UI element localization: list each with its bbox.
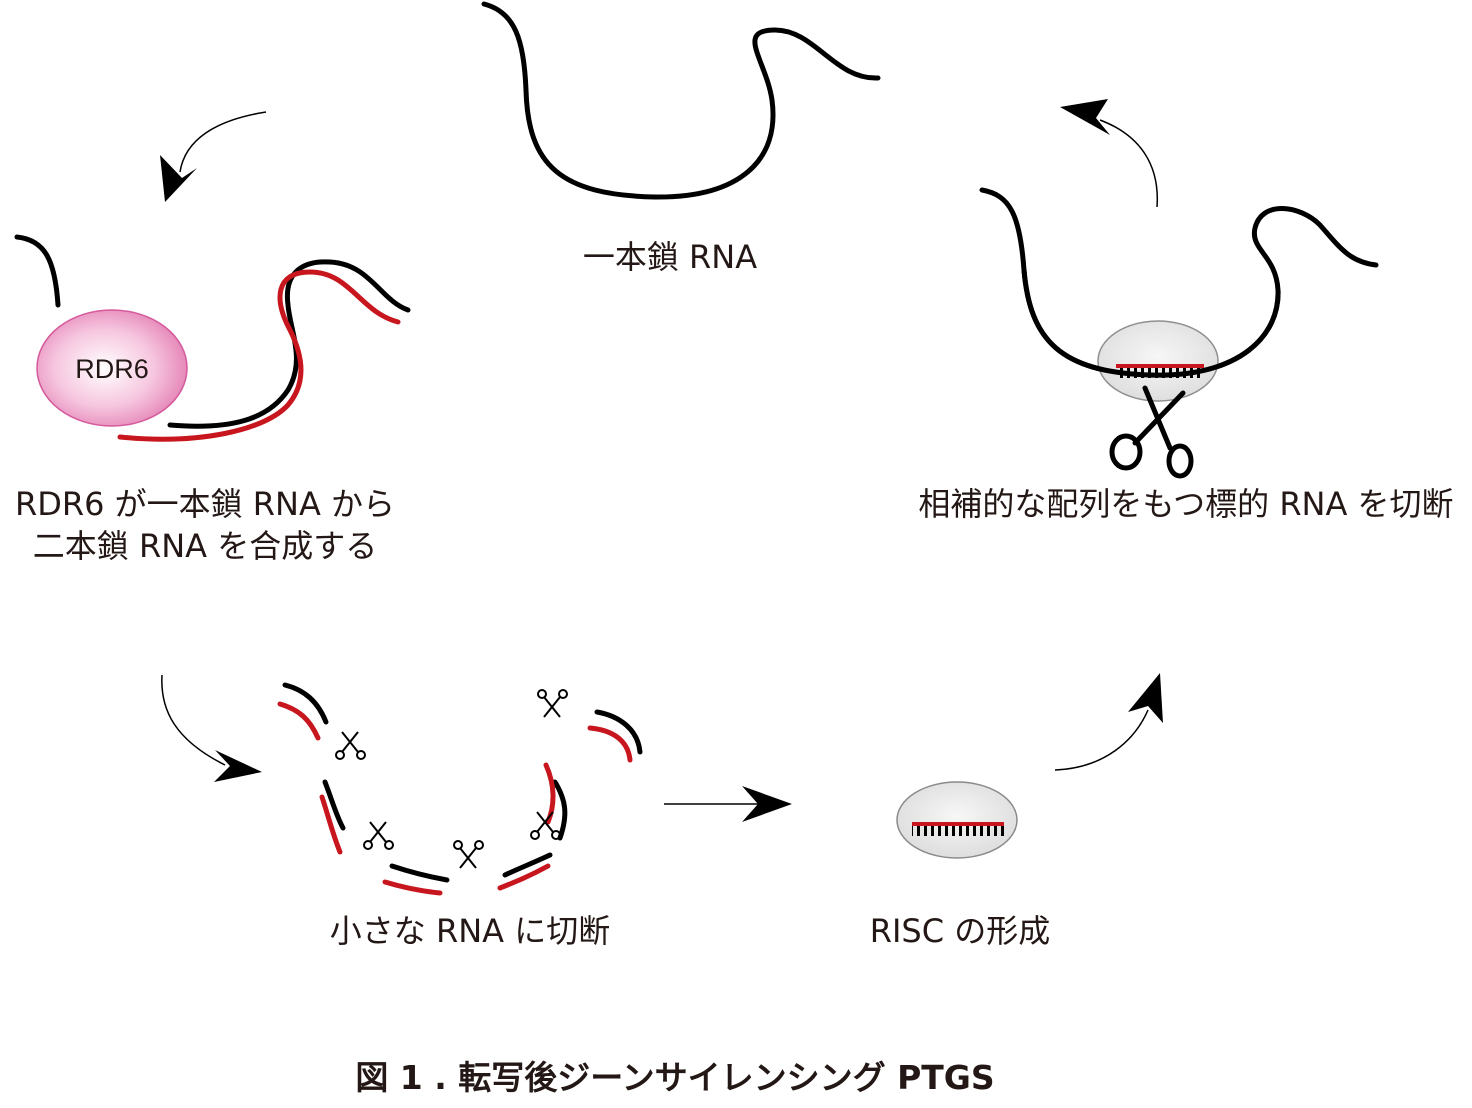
guide-rna-target: [1116, 364, 1204, 368]
arrow-icon: [1054, 673, 1163, 771]
arrow-icon: [160, 111, 267, 202]
target-cleavage-label: 相補的な配列をもつ標的 RNA を切断: [918, 485, 1454, 523]
risc-complex-target: [1097, 320, 1219, 402]
arrow-icon: [664, 786, 792, 822]
guide-rna-ticks-target: [1116, 368, 1204, 378]
template-strand-left: [14, 234, 61, 308]
risc-complex: [896, 781, 1018, 859]
synthesized-strand: [117, 269, 401, 442]
figure-caption: 図 1 . 転写後ジーンサイレンシング PTGS: [355, 1058, 995, 1097]
cut-small-label: 小さな RNA に切断: [329, 912, 611, 950]
rdr6-synthesis-label: RDR6 が一本鎖 RNA から 二本鎖 RNA を合成する: [0, 483, 410, 567]
rdr6-label: RDR6: [75, 354, 149, 384]
guide-rna-ticks: [912, 826, 1004, 836]
scissors-icon: [335, 689, 568, 869]
rdr6-synthesis-line2: 二本鎖 RNA を合成する: [32, 527, 378, 565]
template-strand: [167, 259, 411, 429]
rdr6-enzyme: [36, 309, 188, 427]
single-strand-rna: [481, 1, 881, 200]
arrow-icon: [161, 674, 262, 782]
guide-rna: [912, 822, 1004, 826]
small-rna-fragments: [277, 682, 643, 896]
scissors-icon: [1109, 385, 1194, 479]
risc-formation-label: RISC の形成: [869, 912, 1051, 950]
single-strand-label: 一本鎖 RNA: [582, 238, 758, 276]
arrow-icon: [1060, 99, 1159, 208]
rdr6-synthesis-line1: RDR6 が一本鎖 RNA から: [14, 485, 396, 523]
